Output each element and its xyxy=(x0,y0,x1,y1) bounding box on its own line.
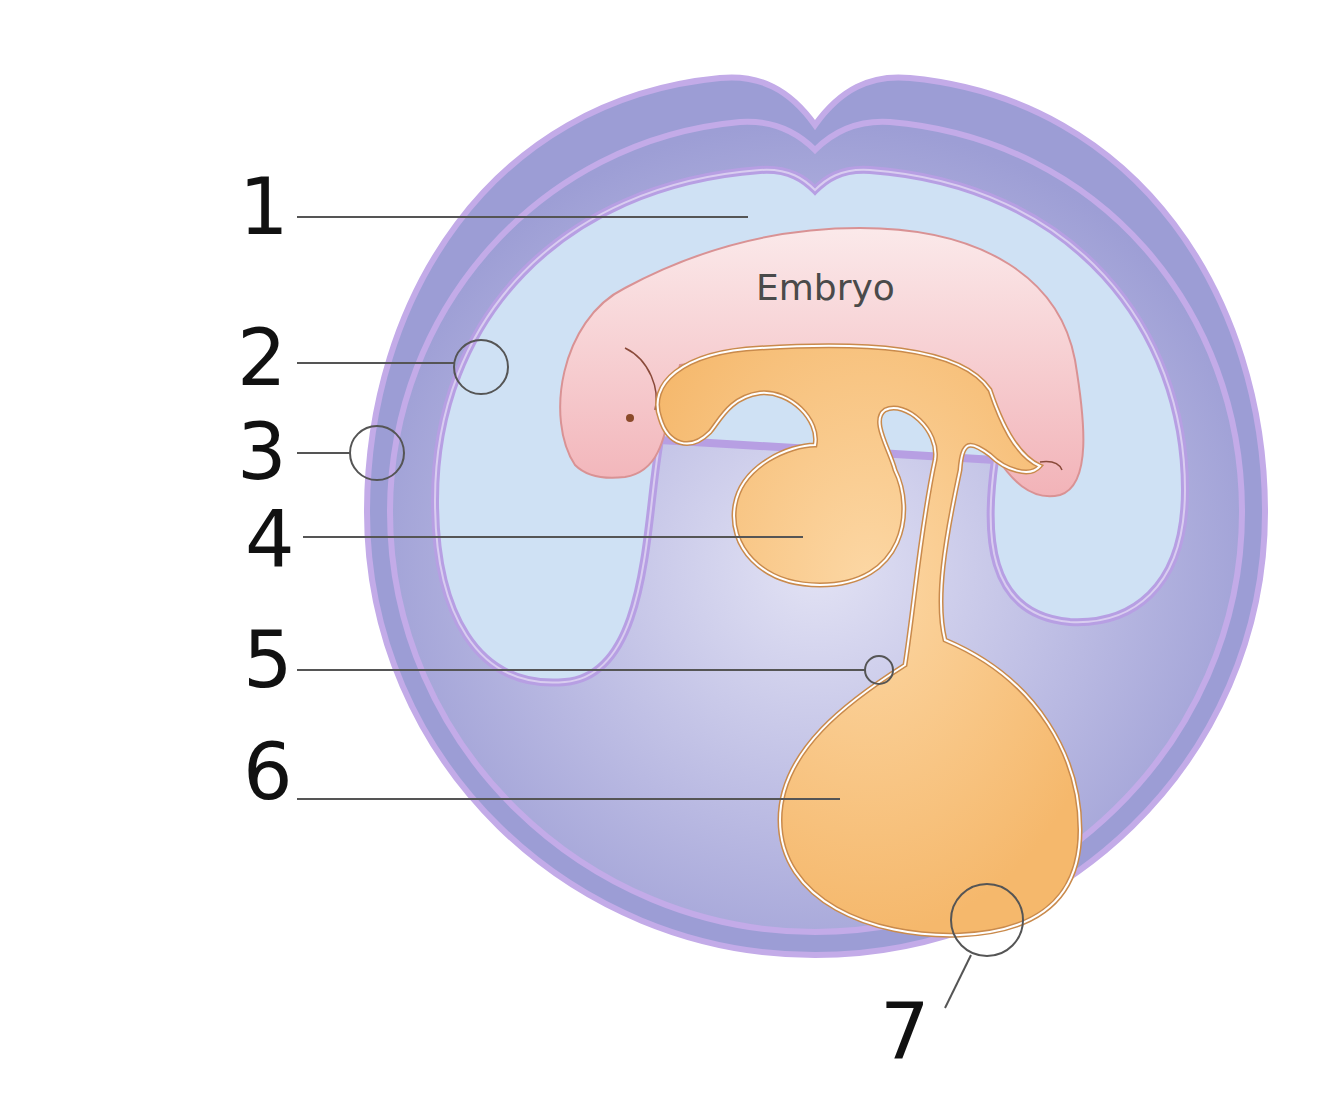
callout-number: 5 xyxy=(243,621,293,699)
leader-line xyxy=(303,536,803,538)
node-label: Embryo xyxy=(750,265,901,310)
embryo-node: Embryo xyxy=(750,265,901,310)
gut-yolk-allantois xyxy=(658,346,1080,935)
callout-number: 3 xyxy=(237,413,287,491)
leader-line xyxy=(297,216,748,218)
leader-line xyxy=(297,452,350,454)
embryo-eye xyxy=(626,414,634,422)
callout-number: 6 xyxy=(243,733,293,811)
leader-line xyxy=(945,955,971,1008)
amnion xyxy=(435,170,1185,683)
callout-number: 4 xyxy=(245,501,295,579)
callout-circle xyxy=(350,426,404,480)
leader-line xyxy=(297,669,865,671)
leader-line xyxy=(297,362,454,364)
shell xyxy=(367,77,1265,955)
amnion-highlight xyxy=(435,170,1185,683)
callout-number: 1 xyxy=(239,168,289,246)
leader-line xyxy=(297,798,840,800)
membrane-highlight xyxy=(658,346,1080,935)
callout-circle xyxy=(951,884,1023,956)
embryo-detail xyxy=(625,348,656,410)
callout-circle xyxy=(865,656,893,684)
callout-circle xyxy=(454,340,508,394)
callout-number: 7 xyxy=(880,993,930,1071)
callout-number: 2 xyxy=(237,319,287,397)
